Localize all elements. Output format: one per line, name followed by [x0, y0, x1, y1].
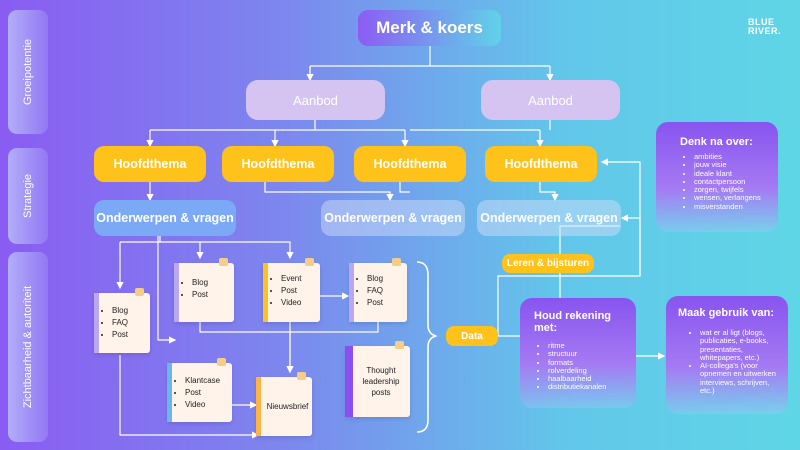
thought-leadership-label: Thought leadership posts: [362, 366, 400, 397]
sidebar-label-strategie: Strategie: [22, 173, 34, 219]
card-blog-faq-post: Blog FAQ Post: [94, 288, 150, 353]
pin-icon: [219, 258, 228, 266]
hoofdthema-box-2: Hoofdthema: [222, 146, 334, 182]
sidebar-strategie: Strategie: [8, 148, 48, 244]
pin-icon: [217, 358, 226, 366]
denk-na-title: Denk na over:: [680, 136, 753, 148]
data-tag: Data: [446, 326, 498, 346]
maak-gebruik-title: Maak gebruik van:: [678, 307, 774, 319]
nieuwsbrief-label: Nieuwsbrief: [266, 402, 309, 411]
card-klantcase-post-video: Klantcase Post Video: [167, 358, 232, 422]
maak-gebruik-panel: Maak gebruik van: wat er al ligt (blogs,…: [666, 296, 788, 414]
pin-icon: [297, 372, 306, 380]
leren-bijsturen-tag: Leren & bijsturen: [502, 254, 594, 273]
sidebar-label-groeipotentie: Groeipotentie: [22, 38, 34, 106]
sidebar-groeipotentie: Groeipotentie: [8, 10, 48, 134]
pin-icon: [135, 288, 144, 296]
onderwerpen-box-3: Onderwerpen & vragen: [477, 200, 621, 236]
pin-icon: [305, 258, 314, 266]
sidebar-zichtbaarheid: Zichtbaarheid & autoriteit: [8, 252, 48, 442]
onderwerpen-box-2: Onderwerpen & vragen: [321, 200, 465, 236]
card-thought-leadership: Thought leadership posts: [345, 341, 410, 417]
onderwerpen-box-1: Onderwerpen & vragen: [94, 200, 236, 236]
hoofdthema-box-3: Hoofdthema: [354, 146, 466, 182]
pin-icon: [395, 341, 404, 349]
sidebar-label-zichtbaarheid: Zichtbaarheid & autoriteit: [22, 285, 34, 409]
logo-line1: BLUE: [748, 17, 775, 27]
title-box: Merk & koers: [358, 10, 501, 46]
houd-rekening-panel: Houd rekening met: ritme structuur forma…: [520, 298, 636, 408]
pin-icon: [392, 258, 401, 266]
card-nieuwsbrief: Nieuwsbrief: [256, 372, 312, 436]
card-event-post-video: Event Post Video: [263, 258, 320, 322]
hoofdthema-box-4: Hoofdthema: [485, 146, 597, 182]
aanbod-box-2: Aanbod: [481, 80, 620, 120]
houd-rekening-title: Houd rekening met:: [534, 310, 612, 334]
denk-na-panel: Denk na over: ambities jouw visie ideale…: [656, 122, 778, 232]
aanbod-box-1: Aanbod: [246, 80, 385, 120]
hoofdthema-box-1: Hoofdthema: [94, 146, 206, 182]
card-blog-post: Blog Post: [174, 258, 234, 322]
logo-line2: RIVER.: [748, 26, 782, 36]
logo: BLUE RIVER.: [748, 18, 781, 36]
card-blog-faq-post-2: Blog FAQ Post: [349, 258, 407, 322]
